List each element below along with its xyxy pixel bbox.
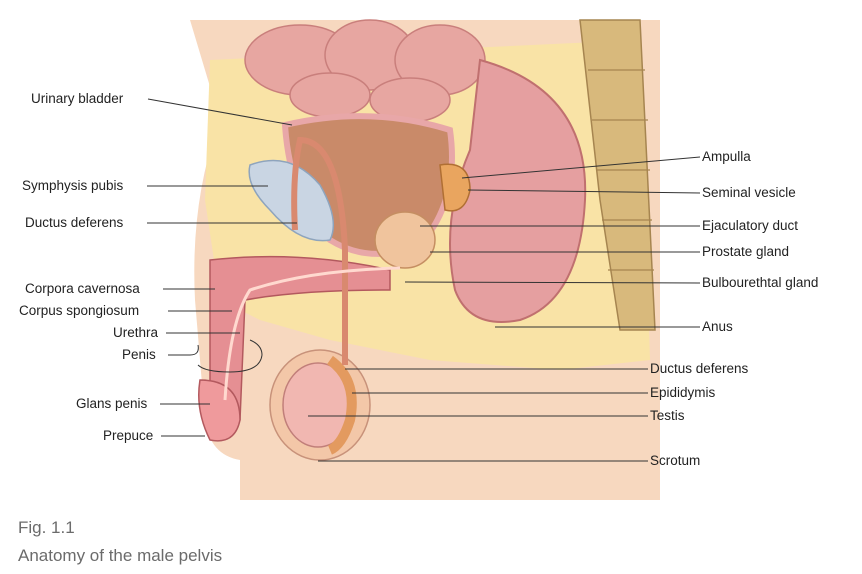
ductus-deferens <box>291 136 348 365</box>
label-ampulla: Ampulla <box>702 149 751 164</box>
label-urethra: Urethra <box>113 325 159 340</box>
figure-caption: Anatomy of the male pelvis <box>18 546 223 565</box>
label-ductus-deferens-right: Ductus deferens <box>650 361 749 376</box>
leader-bulbourethral-gland <box>404 281 701 284</box>
left-leader-lines <box>147 98 297 437</box>
label-glans-penis: Glans penis <box>76 396 148 411</box>
seminal-vesicle <box>439 163 471 212</box>
label-corpus-spongiosum: Corpus spongiosum <box>19 303 140 318</box>
label-urinary-bladder: Urinary bladder <box>31 91 124 106</box>
label-seminal-vesicle: Seminal vesicle <box>702 185 796 200</box>
vertebrae-lines <box>588 69 654 271</box>
anatomy-figure: Urinary bladder Symphysis pubis Ductus d… <box>19 19 819 500</box>
label-penis: Penis <box>122 347 156 362</box>
label-epididymis: Epididymis <box>650 385 716 400</box>
intestines <box>244 19 486 123</box>
prostate <box>374 211 436 269</box>
label-scrotum: Scrotum <box>650 453 701 468</box>
label-ejaculatory-duct: Ejaculatory duct <box>702 218 799 233</box>
label-prostate-gland: Prostate gland <box>702 244 790 259</box>
penis-bracket <box>168 339 263 373</box>
label-testis: Testis <box>650 408 685 423</box>
leader-ampulla <box>461 156 701 179</box>
figure-number: Fig. 1.1 <box>18 518 75 537</box>
urethra <box>223 266 401 401</box>
right-leader-lines <box>308 156 701 462</box>
leader-urinary-bladder <box>147 98 293 126</box>
epididymis <box>326 355 357 455</box>
pelvis-illustration <box>147 19 701 500</box>
label-anus: Anus <box>702 319 733 334</box>
label-corpora-cavernosa: Corpora cavernosa <box>25 281 140 296</box>
label-ductus-deferens-left: Ductus deferens <box>25 215 124 230</box>
label-bulbourethral-gland: Bulbourethtal gland <box>702 275 819 290</box>
label-symphysis-pubis: Symphysis pubis <box>22 178 124 193</box>
leader-seminal-vesicle <box>467 189 701 194</box>
glans <box>198 379 241 442</box>
label-prepuce: Prepuce <box>103 428 154 443</box>
